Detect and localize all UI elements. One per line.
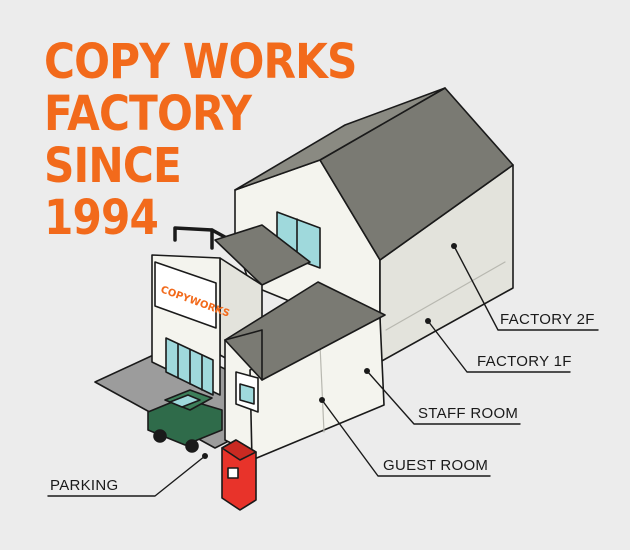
factory-roof-front bbox=[234, 87, 446, 191]
entrance-window bbox=[239, 383, 255, 405]
leader-lines bbox=[47, 243, 599, 497]
label-parking: PARKING bbox=[50, 477, 119, 494]
title-line-1: COPY WORKS bbox=[44, 34, 357, 90]
staff-roof bbox=[224, 281, 386, 381]
title-line-4: 1994 bbox=[44, 190, 159, 246]
staff-room-wing bbox=[224, 281, 386, 461]
label-factory-1f: FACTORY 1F bbox=[477, 353, 572, 370]
label-guest-room: GUEST ROOM bbox=[383, 457, 489, 474]
office-rooftop bbox=[214, 224, 311, 286]
factory-building bbox=[234, 87, 514, 363]
mailbox bbox=[221, 439, 257, 511]
car bbox=[147, 389, 223, 453]
sign-board bbox=[154, 261, 217, 329]
label-factory-2f: FACTORY 2F bbox=[500, 311, 595, 328]
title-line-2: FACTORY bbox=[44, 86, 252, 142]
title-line-3: SINCE bbox=[44, 138, 182, 194]
label-staff-room: STAFF ROOM bbox=[418, 405, 519, 422]
